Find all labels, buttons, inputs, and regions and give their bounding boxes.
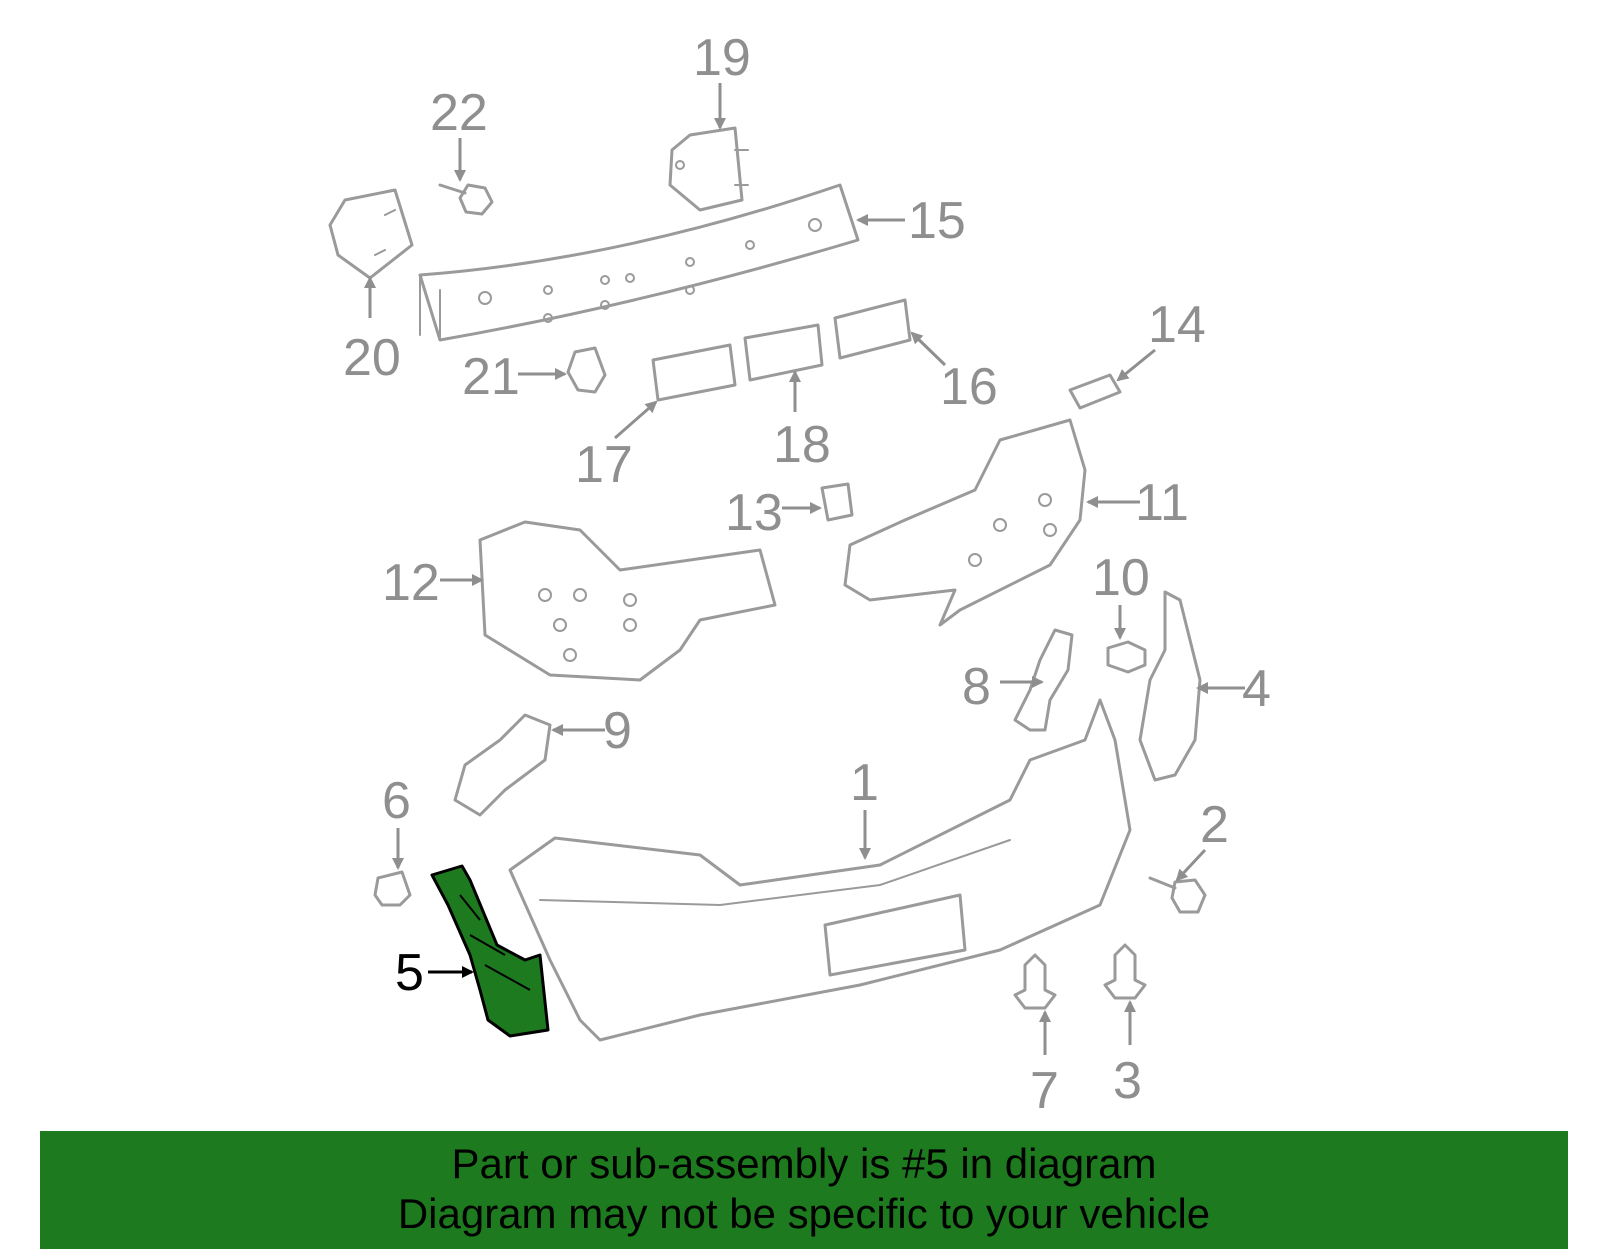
part-20-bracket[interactable] [328,188,414,280]
callout-11: 11 [1135,474,1189,532]
callout-19: 19 [693,29,751,87]
callout-9: 9 [603,702,632,760]
part-4-bracket[interactable] [1138,590,1202,782]
callout-15: 15 [908,192,966,250]
part-19-bracket[interactable] [668,126,749,212]
callout-16: 16 [940,358,998,416]
callout-7: 7 [1030,1062,1059,1120]
callout-14: 14 [1148,296,1206,354]
info-banner: Part or sub-assembly is #5 in diagram Di… [40,1131,1568,1249]
banner-line-1: Part or sub-assembly is #5 in diagram [451,1140,1157,1187]
callout-6: 6 [382,772,411,830]
part-8-bracket[interactable] [1013,628,1074,732]
callout-8: 8 [962,658,991,716]
part-2-bolt[interactable] [1148,876,1207,914]
part-1-bumper-cover[interactable] [508,698,1132,1042]
callout-2: 2 [1200,796,1229,854]
part-7-clip[interactable] [1013,953,1057,1010]
part-14-label[interactable] [1068,373,1122,410]
part-9-bracket[interactable] [453,713,552,817]
callout-12: 12 [382,554,440,612]
callout-18: 18 [773,416,831,474]
parts-diagram: 19 22 15 20 21 16 14 18 17 13 11 12 10 8… [328,29,1271,1120]
callout-5: 5 [395,944,424,1002]
part-5-bracket-highlighted[interactable] [430,864,550,1038]
banner-line-2: Diagram may not be specific to your vehi… [397,1190,1211,1237]
part-13-clip[interactable] [820,482,854,522]
part-6-grommet[interactable] [373,870,412,907]
callout-22: 22 [430,84,488,142]
part-16-bracket[interactable] [833,298,912,360]
part-18-bracket[interactable] [743,323,824,382]
part-3-clip[interactable] [1103,943,1147,1000]
callout-10: 10 [1092,549,1150,607]
callout-21: 21 [462,348,520,406]
callout-4: 4 [1242,660,1271,718]
callout-17: 17 [575,436,633,494]
part-17-bracket[interactable] [651,343,737,402]
callout-13: 13 [725,484,783,542]
part-12-absorber[interactable] [478,520,777,682]
callout-3: 3 [1113,1052,1142,1110]
callout-20: 20 [343,329,401,387]
part-10-nut[interactable] [1106,640,1147,674]
callout-1: 1 [850,754,879,812]
part-11-absorber[interactable] [843,418,1087,627]
part-21-nut[interactable] [566,346,607,394]
part-22-bolt[interactable] [438,183,494,216]
part-15-reinforcement-beam[interactable] [418,183,860,342]
